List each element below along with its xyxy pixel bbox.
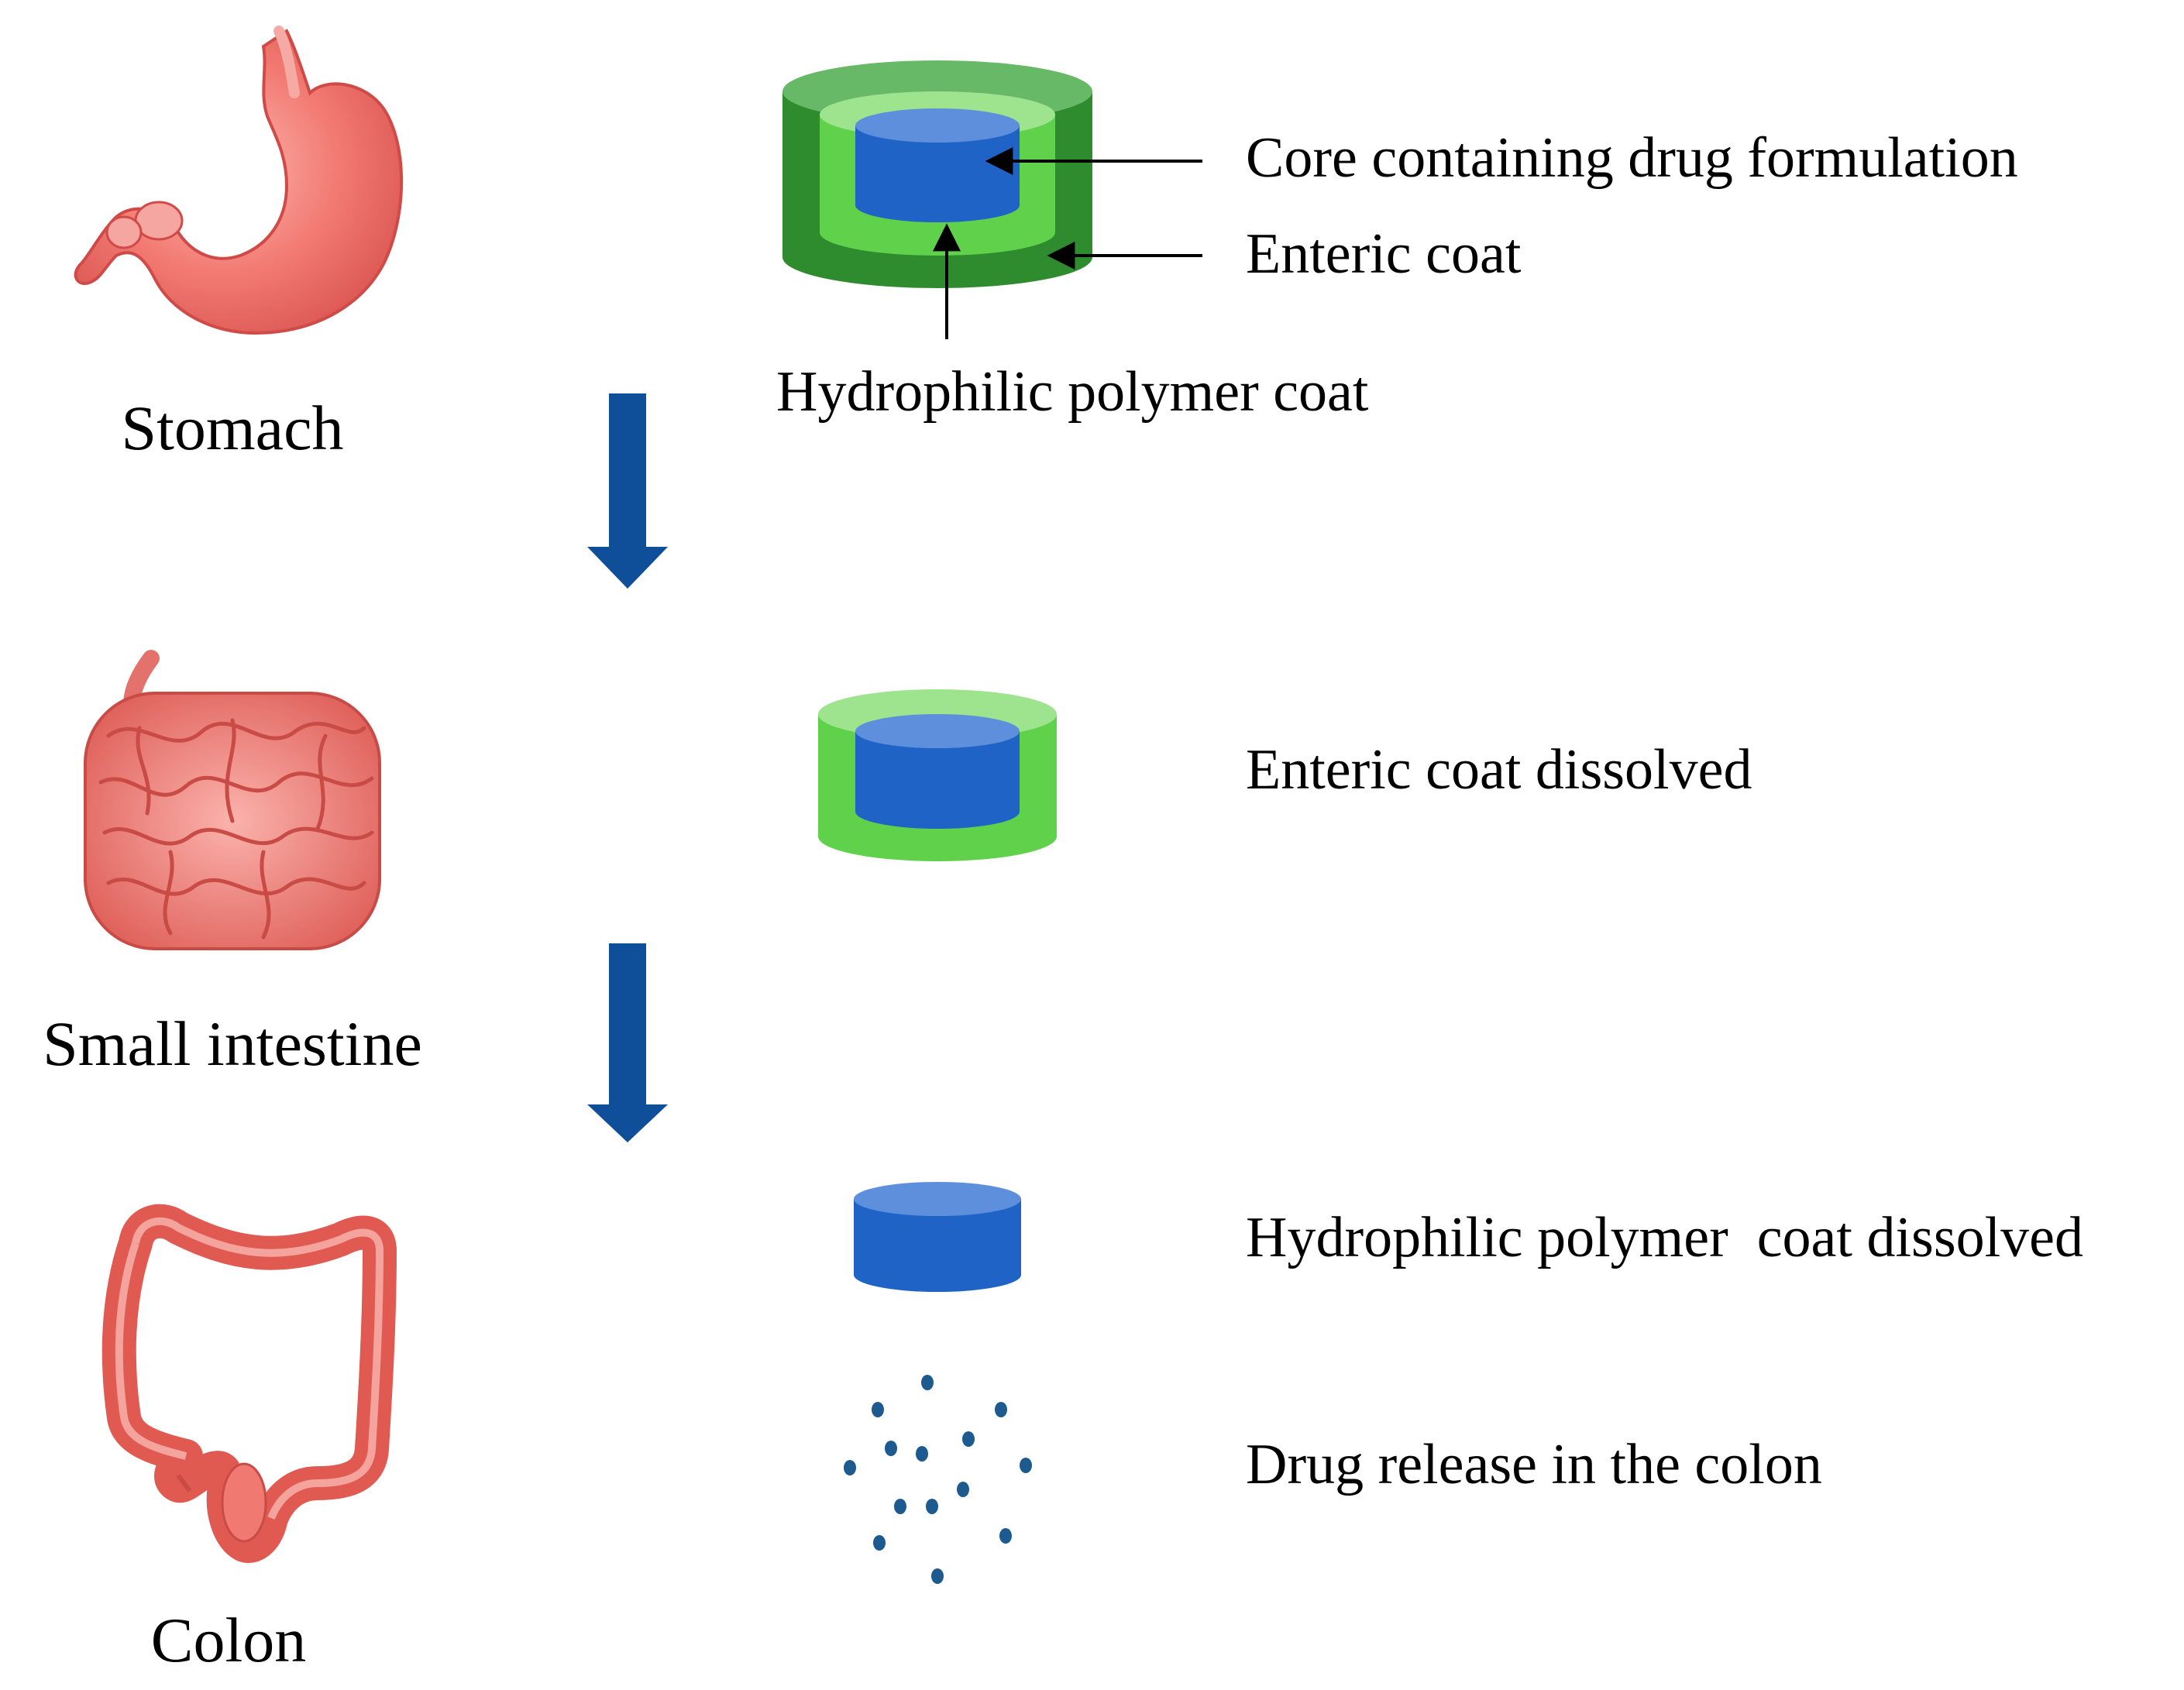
enteric-coat-label: Enteric coat: [1246, 222, 1522, 286]
drug-particles: [844, 1375, 1032, 1584]
core-label: Core containing drug formulation: [1246, 126, 2018, 190]
small-intestine-icon: [84, 650, 381, 950]
hydrophilic-coat-label: Hydrophilic polymer coat: [776, 360, 1369, 424]
colon-icon: [101, 1204, 397, 1563]
flow-arrow-1: [587, 393, 668, 589]
intact-tablet: [782, 60, 1092, 288]
stomach-label: Stomach: [122, 393, 344, 463]
enteric-dissolved-label: Enteric coat dissolved: [1246, 738, 1752, 802]
drug-release-label: Drug release in the colon: [1246, 1433, 1822, 1496]
stomach-icon: [74, 26, 404, 335]
tablet-core-only: [854, 1182, 1021, 1292]
small-intestine-label: Small intestine: [43, 1008, 422, 1079]
tablet-enteric-dissolved: [818, 689, 1057, 861]
colon-label: Colon: [151, 1605, 306, 1675]
hydrophilic-dissolved-label: Hydrophilic polymer coat dissolved: [1246, 1206, 2083, 1269]
flow-arrow-2: [587, 943, 668, 1142]
